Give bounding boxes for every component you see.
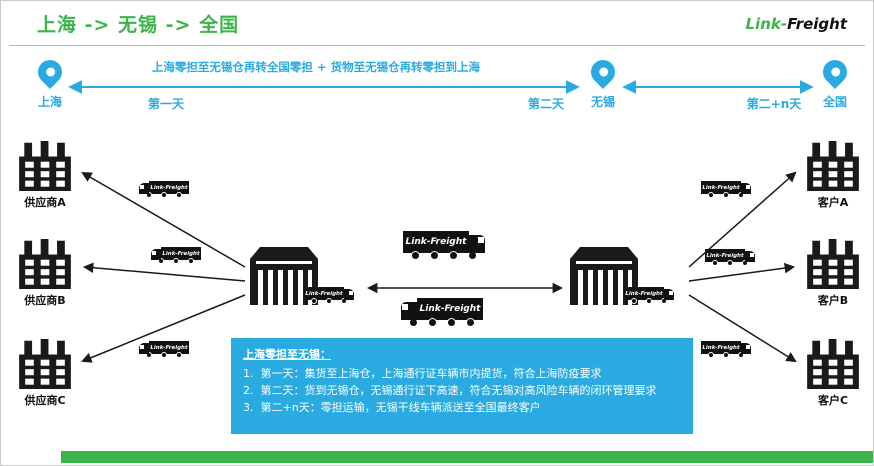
brand-logo-dark: Freight [787, 15, 847, 33]
truck-cab-icon [469, 235, 485, 253]
bottom-accent-bar [61, 451, 873, 463]
day-label-1: 第一天 [147, 97, 184, 111]
customer-b-node: 客户B [801, 239, 865, 308]
customer-a-node: 客户A [801, 141, 865, 210]
truck-label: Link-Freight [304, 287, 344, 300]
truck-label: Link-Freight [701, 181, 741, 194]
warehouse-truck: Link-Freight [624, 287, 674, 304]
timeline-stop-wuxi: 无锡 [581, 55, 625, 110]
warehouse-wuxi: Link-Freight [567, 243, 679, 309]
node-label: 客户C [817, 394, 849, 407]
truck-cab-icon [151, 249, 161, 260]
truck-wheels-icon [403, 251, 485, 260]
truck-label: Link-Freight [403, 231, 469, 253]
truck-label: Link-Freight [417, 298, 483, 320]
map-pin-icon [813, 55, 857, 93]
supplier-b-node: 供应商B [13, 239, 77, 308]
node-label: 供应商C [24, 394, 66, 407]
factory-icon [19, 141, 71, 191]
process-info-box: 上海零担至无锡： 1. 第一天：集货至上海仓，上海通行证车辆市内提货，符合上海防… [231, 338, 693, 434]
factory-icon [807, 141, 859, 191]
truck-cab-icon [139, 183, 149, 194]
day-label-2: 第二天 [527, 97, 564, 111]
stop-label: 全国 [822, 95, 847, 109]
page-title: 上海 -> 无锡 -> 全国 [37, 14, 240, 36]
factory-icon [807, 239, 859, 289]
truck-wheels-icon [624, 298, 674, 304]
map-pin-icon [28, 55, 72, 93]
stop-label: 上海 [37, 95, 62, 109]
truck-cab-icon [664, 289, 674, 300]
info-box-title: 上海零担至无锡： [243, 348, 331, 361]
truck-label: Link-Freight [149, 181, 189, 194]
truck-supplier-c: Link-Freight [139, 341, 189, 358]
warehouse-icon [250, 247, 318, 305]
brand-logo: Link-Freight [746, 15, 848, 33]
info-box-line-2: 2. 第二天：货到无锡仓，无锡通行证下高速，符合无锡对高风险车辆的闭环管理要求 [243, 384, 657, 398]
stop-label: 无锡 [590, 95, 615, 109]
node-label: 客户B [817, 294, 849, 307]
truck-customer-b: Link-Freight [705, 249, 755, 266]
timeline-stop-shanghai: 上海 [28, 55, 72, 110]
customer-c-node: 客户C [801, 339, 865, 408]
factory-icon [807, 339, 859, 389]
node-label: 供应商A [24, 196, 66, 209]
truck-label: Link-Freight [624, 287, 664, 300]
truck-cab-icon [401, 302, 417, 320]
truck-wheels-icon [401, 318, 483, 327]
truck-cab-icon [139, 343, 149, 354]
factory-icon [19, 339, 71, 389]
truck-customer-c: Link-Freight [701, 341, 751, 358]
day-label-2n: 第二+n天 [746, 97, 802, 111]
truck-supplier-a: Link-Freight [139, 181, 189, 198]
route-note: 上海零担至无锡仓再转全国零担 + 货物至无锡仓再转零担到上海 [151, 60, 481, 74]
truck-label: Link-Freight [161, 247, 201, 260]
info-box-line-1: 1. 第一天：集货至上海仓，上海通行证车辆市内提货，符合上海防疫要求 [243, 367, 602, 380]
truck-linehaul-westbound: Link-Freight [401, 298, 483, 327]
supplier-c-node: 供应商C [13, 339, 77, 408]
warehouse-truck: Link-Freight [304, 287, 354, 304]
truck-cab-icon [344, 289, 354, 300]
info-box-line-3: 3. 第二+n天：零担运输，无锡干线车辆派送至全国最终客户 [243, 401, 541, 415]
header-divider [9, 45, 865, 46]
truck-wheels-icon [304, 298, 354, 304]
truck-label: Link-Freight [149, 341, 189, 354]
truck-label: Link-Freight [701, 341, 741, 354]
truck-supplier-b: Link-Freight [151, 247, 201, 264]
brand-logo-green: Link- [745, 15, 788, 33]
node-label: 供应商B [24, 294, 66, 307]
node-label: 客户A [817, 196, 849, 209]
timeline-stop-national: 全国 [813, 55, 857, 110]
supplier-a-node: 供应商A [13, 141, 77, 210]
map-pin-icon [581, 55, 625, 93]
warehouse-shanghai: Link-Freight [247, 243, 359, 309]
warehouse-icon [570, 247, 638, 305]
factory-icon [19, 239, 71, 289]
truck-linehaul-eastbound: Link-Freight [403, 231, 485, 260]
truck-cab-icon [745, 251, 755, 262]
truck-cab-icon [741, 183, 751, 194]
truck-cab-icon [741, 343, 751, 354]
truck-label: Link-Freight [705, 249, 745, 262]
truck-customer-a: Link-Freight [701, 181, 751, 198]
